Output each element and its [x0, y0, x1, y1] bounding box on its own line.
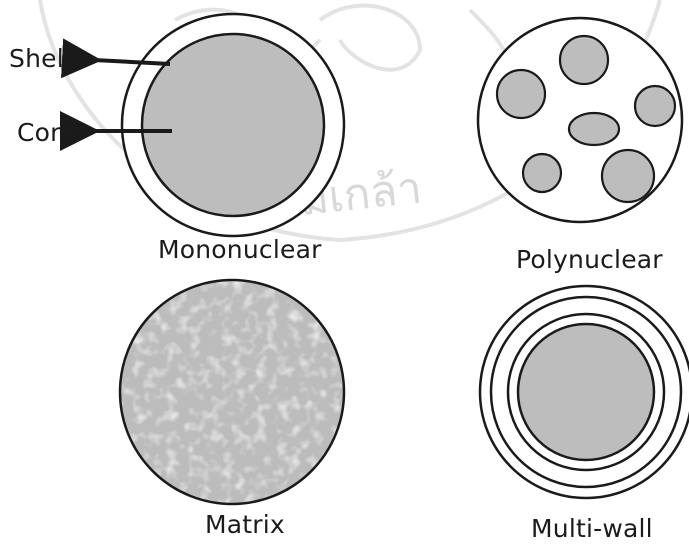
core-label: Core — [17, 118, 76, 147]
multi-wall-capsule — [480, 286, 689, 498]
shell-label: Shell — [9, 44, 71, 73]
polynuclear-core — [602, 150, 654, 202]
polynuclear-core — [497, 70, 545, 118]
matrix-label: Matrix — [205, 510, 285, 539]
mononuclear-core — [142, 34, 324, 216]
multi-wall-label: Multi-wall — [531, 514, 653, 543]
polynuclear-label: Polynuclear — [516, 245, 663, 274]
polynuclear-core — [523, 154, 561, 192]
polynuclear-core — [569, 113, 619, 145]
polynuclear-capsule — [478, 18, 682, 222]
multi-wall-core — [518, 324, 654, 460]
mononuclear-label: Mononuclear — [158, 235, 322, 264]
polynuclear-core — [560, 36, 608, 84]
mononuclear-capsule — [122, 14, 344, 236]
matrix-capsule — [120, 280, 344, 504]
polynuclear-core — [635, 86, 675, 126]
